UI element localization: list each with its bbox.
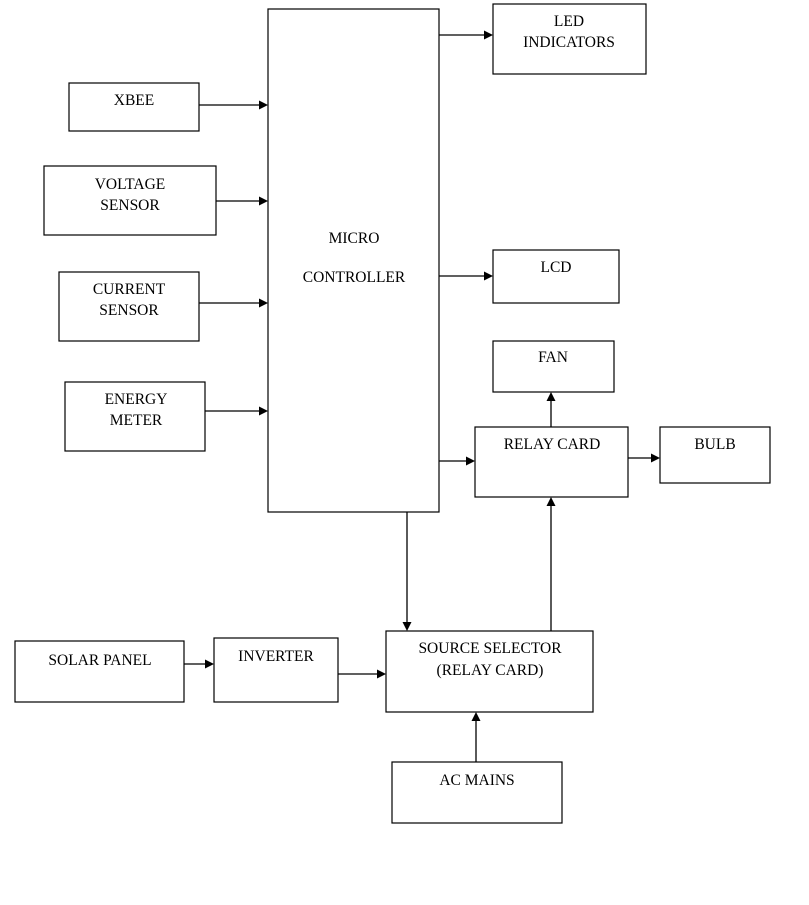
block-label-line: SENSOR: [100, 197, 160, 214]
arrow-inverter-to-source-selector: [338, 669, 386, 679]
block-label-line: METER: [110, 412, 163, 429]
block-current-sensor: CURRENT SENSOR: [58, 271, 200, 342]
arrow-microcontroller-to-source-selector: [402, 512, 412, 631]
block-label-line: AC MAINS: [439, 772, 514, 789]
block-relay-card: RELAY CARD: [474, 426, 629, 498]
arrow-microcontroller-to-relay-card: [439, 456, 475, 466]
block-ac-mains: AC MAINS: [391, 761, 563, 824]
arrow-solar-panel-to-inverter: [184, 659, 214, 669]
block-label-line: SOLAR PANEL: [48, 652, 151, 669]
block-led-indicators: LED INDICATORS: [492, 3, 647, 75]
block-inverter: INVERTER: [213, 637, 339, 703]
block-label-line: SOURCE SELECTOR: [418, 640, 562, 657]
block-source-selector: SOURCE SELECTOR (RELAY CARD): [385, 630, 594, 713]
block-label-line: LCD: [541, 259, 572, 276]
block-label-line: MICRO: [329, 230, 380, 247]
block-label-line: (RELAY CARD): [437, 662, 544, 679]
block-label-line: VOLTAGE: [95, 176, 166, 193]
block-label-line: CURRENT: [93, 281, 166, 298]
block-label-line: SENSOR: [99, 302, 159, 319]
block-bulb: BULB: [659, 426, 771, 484]
block-label-line: RELAY CARD: [504, 436, 601, 453]
block-label-line: XBEE: [114, 92, 154, 109]
arrow-relay-card-to-bulb: [628, 453, 660, 463]
arrow-voltage-sensor-to-microcontroller: [216, 196, 268, 206]
block-solar-panel: SOLAR PANEL: [14, 640, 185, 703]
arrow-current-sensor-to-microcontroller: [199, 298, 268, 308]
block-xbee: XBEE: [68, 82, 200, 132]
block-label-line: ENERGY: [105, 391, 168, 408]
arrow-ac-mains-to-source-selector: [471, 712, 481, 762]
arrow-energy-meter-to-microcontroller: [205, 406, 268, 416]
block-fan: FAN: [492, 340, 615, 393]
arrow-microcontroller-to-lcd: [439, 271, 493, 281]
block-label-line: INDICATORS: [523, 34, 615, 51]
block-label-line: FAN: [538, 349, 568, 366]
block-lcd: LCD: [492, 249, 620, 304]
arrow-xbee-to-microcontroller: [199, 100, 268, 110]
arrow-microcontroller-to-led-indicators: [439, 30, 493, 40]
block-energy-meter: ENERGY METER: [64, 381, 206, 452]
block-label-line: BULB: [694, 436, 735, 453]
block-microcontroller: MICRO CONTROLLER: [267, 8, 440, 513]
block-voltage-sensor: VOLTAGE SENSOR: [43, 165, 217, 236]
arrow-relay-card-to-fan: [546, 392, 556, 427]
block-label-line: LED: [554, 13, 584, 30]
block-label-line: CONTROLLER: [303, 269, 406, 286]
block-label-line: INVERTER: [238, 648, 314, 665]
arrow-source-selector-to-relay-card: [546, 497, 556, 631]
